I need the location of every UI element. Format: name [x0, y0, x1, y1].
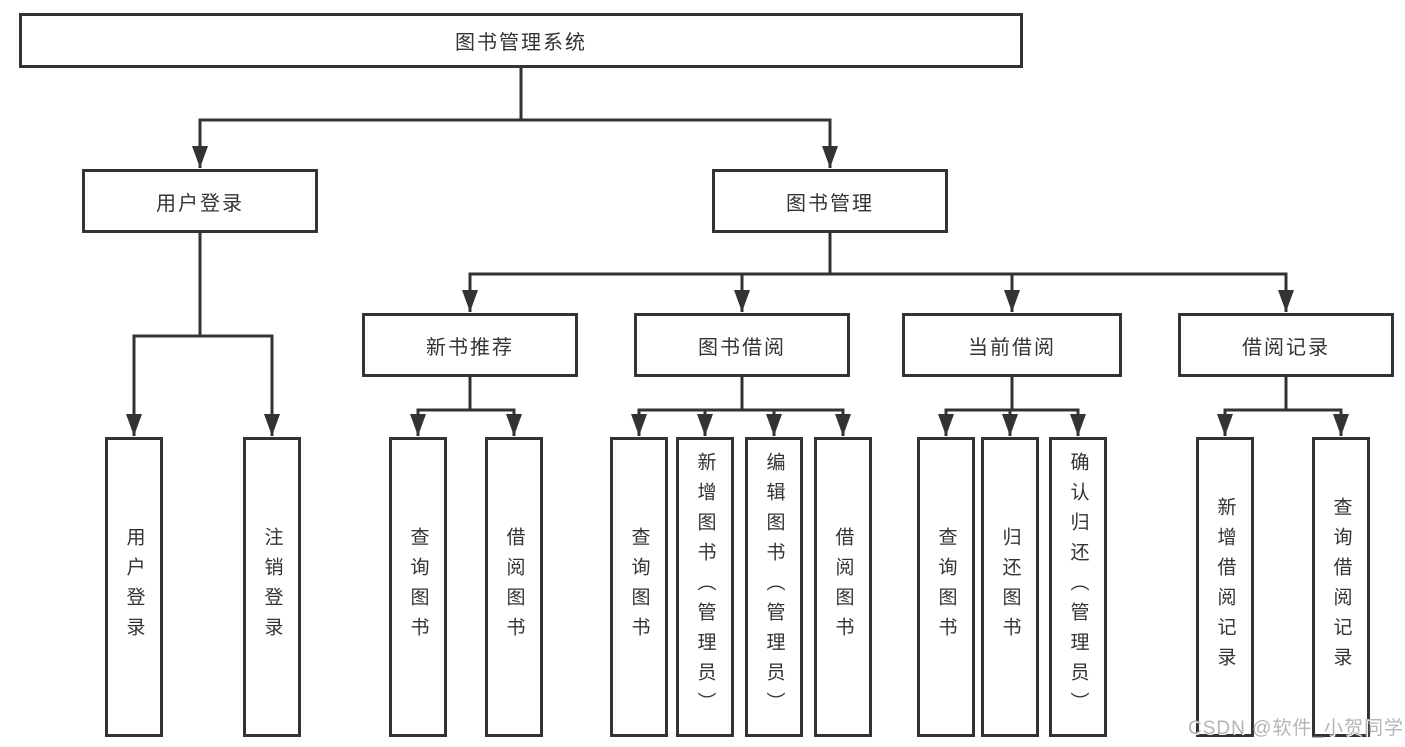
leaf-borrow-books: 借阅图书 — [814, 437, 872, 737]
leaf-query-books-recommend: 查询图书 — [389, 437, 447, 737]
leaf-add-borrow-record: 新增借阅记录 — [1196, 437, 1254, 737]
leaf-edit-books-admin: 编辑图书（管理员） — [745, 437, 803, 737]
connector-book-borrowing-children — [631, 376, 851, 436]
leaf-add-books-admin: 新增图书（管理员） — [676, 437, 734, 737]
node-user-login: 用户登录 — [82, 169, 318, 233]
leaf-query-books-current: 查询图书 — [917, 437, 975, 737]
node-current-borrowing: 当前借阅 — [902, 313, 1122, 377]
leaf-logout: 注销登录 — [243, 437, 301, 737]
leaf-query-borrow-record: 查询借阅记录 — [1312, 437, 1370, 737]
node-new-book-recommend: 新书推荐 — [362, 313, 578, 377]
watermark: CSDN @软件_小贺同学 — [1188, 718, 1404, 739]
connector-root-to-level2 — [192, 68, 838, 168]
node-root-system: 图书管理系统 — [19, 13, 1023, 68]
node-book-management: 图书管理 — [712, 169, 948, 233]
leaf-borrow-books-recommend: 借阅图书 — [485, 437, 543, 737]
connector-book-management-children — [462, 232, 1294, 312]
node-book-borrowing: 图书借阅 — [634, 313, 850, 377]
connector-new-book-children — [410, 376, 522, 436]
connector-current-borrowing-children — [938, 376, 1086, 436]
node-borrowing-records: 借阅记录 — [1178, 313, 1394, 377]
connector-user-login-children — [126, 232, 280, 436]
leaf-query-books-borrowing: 查询图书 — [610, 437, 668, 737]
connector-borrowing-records-children — [1217, 376, 1349, 436]
leaf-user-login: 用户登录 — [105, 437, 163, 737]
leaf-confirm-return-admin: 确认归还（管理员） — [1049, 437, 1107, 737]
leaf-return-books: 归还图书 — [981, 437, 1039, 737]
